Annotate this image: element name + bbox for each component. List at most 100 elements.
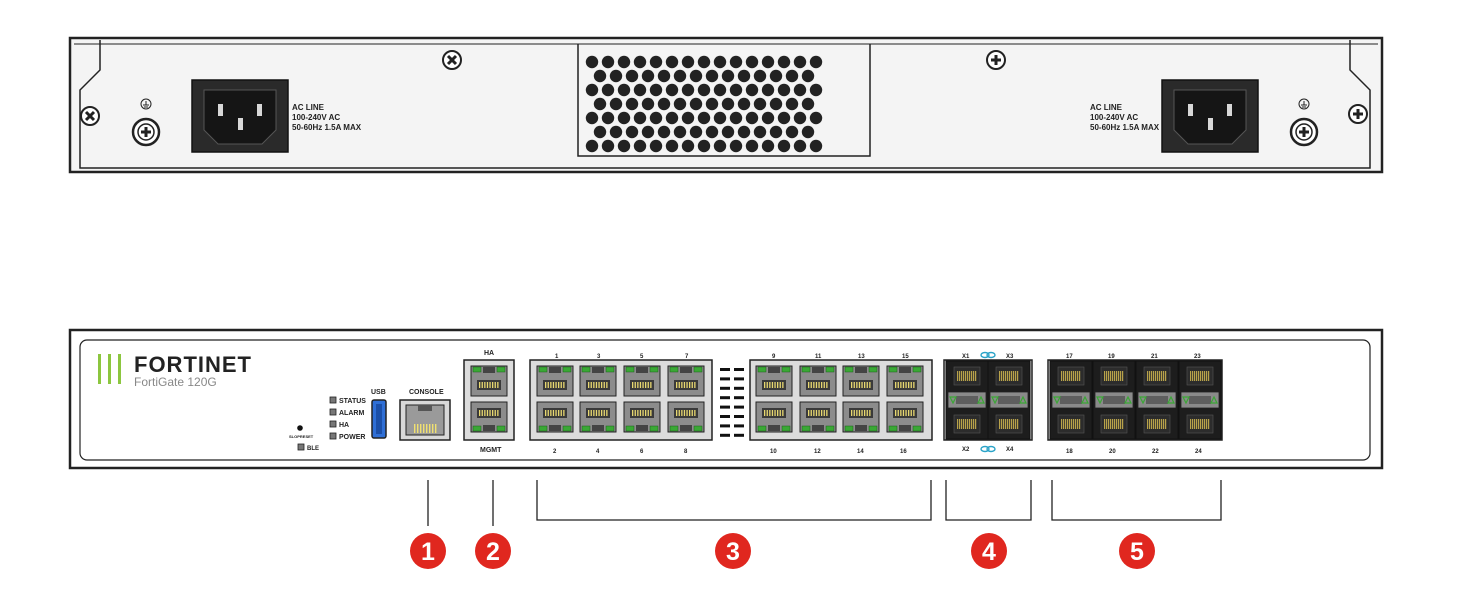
rj45-jack [886,401,924,433]
rj45-port-block-9-16[interactable]: 9 11 13 15 10 12 14 16 [749,354,933,455]
vent-hole [705,125,719,139]
vent-hole [713,139,727,153]
vent-hole [745,139,759,153]
vent-hole [697,111,711,125]
vent-hole [729,111,743,125]
sfp-port-block[interactable]: 17 19 21 23 18 20 22 24 [1047,354,1223,455]
callout-leaders [427,480,1222,526]
rj45-jack [470,365,508,397]
vent-hole [689,125,703,139]
sfp-cage [1135,360,1179,440]
rj45-jack [799,401,837,433]
rj45-jack [886,365,924,397]
activity-led [720,377,730,381]
vent-hole [785,97,799,111]
rear-inner-panel [79,40,1371,169]
vent-hole [737,97,751,111]
power-rating-line: 100-240V AC [292,113,340,122]
vent-hole [793,111,807,125]
vent-hole [785,69,799,83]
vent-hole [617,83,631,97]
port-number: 6 [640,449,644,455]
led-label: POWER [339,434,365,441]
vent-hole [721,69,735,83]
port-number: 13 [858,354,865,360]
callout-badge-icon [410,533,446,569]
vent-hole [769,97,783,111]
callout-number: 5 [1130,538,1144,566]
power-rating-line: AC LINE [1090,103,1123,112]
brand-logo: FORTINET FortiGate 120G [98,352,251,389]
led-icon [329,396,337,404]
callout-1: 1 [410,533,446,569]
vent-hole [761,111,775,125]
led-icon [329,408,337,416]
vent-hole [641,125,655,139]
vent-hole [625,125,639,139]
sfp-cage [1092,360,1136,440]
rj45-jack [579,401,617,433]
vent-hole [785,125,799,139]
port-number: 1 [555,354,559,360]
vent-hole [793,55,807,69]
ground-terminal-right [1289,98,1319,147]
ble-led-icon [297,443,305,451]
vent-hole [761,139,775,153]
vent-hole [633,111,647,125]
console-pin [432,424,434,433]
vent-hole [729,55,743,69]
led-label: HA [339,422,349,429]
vent-hole [601,83,615,97]
vent-hole [713,83,727,97]
sfp-plus-port-block[interactable]: X1 X3 X2 X4 [943,351,1033,454]
rj45-jack [842,365,880,397]
vent-hole [633,83,647,97]
status-led-group: STATUS ALARM HA POWER [329,396,366,441]
usb-port[interactable]: USB [371,389,387,439]
vent-hole [809,55,823,69]
vent-hole [713,111,727,125]
vent-hole [625,69,639,83]
callout-badge-icon [475,533,511,569]
vent-hole [697,83,711,97]
vent-hole [681,139,695,153]
activity-led [734,396,744,400]
reset-pinhole-icon[interactable] [297,425,303,431]
callout-badge-icon [1119,533,1155,569]
vent-hole [585,139,599,153]
port-number: 4 [596,449,600,455]
callout-5: 5 [1119,533,1155,569]
rj45-jack [755,365,793,397]
vent-hole [657,97,671,111]
screw-icon [80,106,100,126]
callout-number: 1 [421,538,435,566]
rj45-jack [623,401,661,433]
vent-hole [745,111,759,125]
vent-hole [617,139,631,153]
vent-hole [697,139,711,153]
front-panel: FORTINET FortiGate 120G SLOPRESET BLE ST… [68,328,1384,470]
vent-hole [753,97,767,111]
port-number: 3 [597,354,601,360]
port-number: 10 [770,449,777,455]
vent-hole [745,83,759,97]
rj45-port-block-1-8[interactable]: 1 3 5 7 2 4 6 8 [529,354,713,455]
vent-hole [649,55,663,69]
vent-holes [585,55,823,153]
vent-hole [609,69,623,83]
vent-hole [737,125,751,139]
activity-led [734,415,744,418]
vent-hole [601,111,615,125]
vent-hole [665,139,679,153]
callout-number: 4 [982,538,996,566]
callout-number: 2 [486,538,500,566]
vent-hole [809,139,823,153]
power-rating-line: 50-60Hz 1.5A MAX [1090,123,1160,132]
vent-hole [641,97,655,111]
ha-mgmt-port-block[interactable]: HA MGMT [463,350,515,454]
console-pin [417,424,419,433]
console-label: CONSOLE [409,389,444,396]
vent-hole [601,139,615,153]
console-port[interactable]: CONSOLE [399,389,451,441]
